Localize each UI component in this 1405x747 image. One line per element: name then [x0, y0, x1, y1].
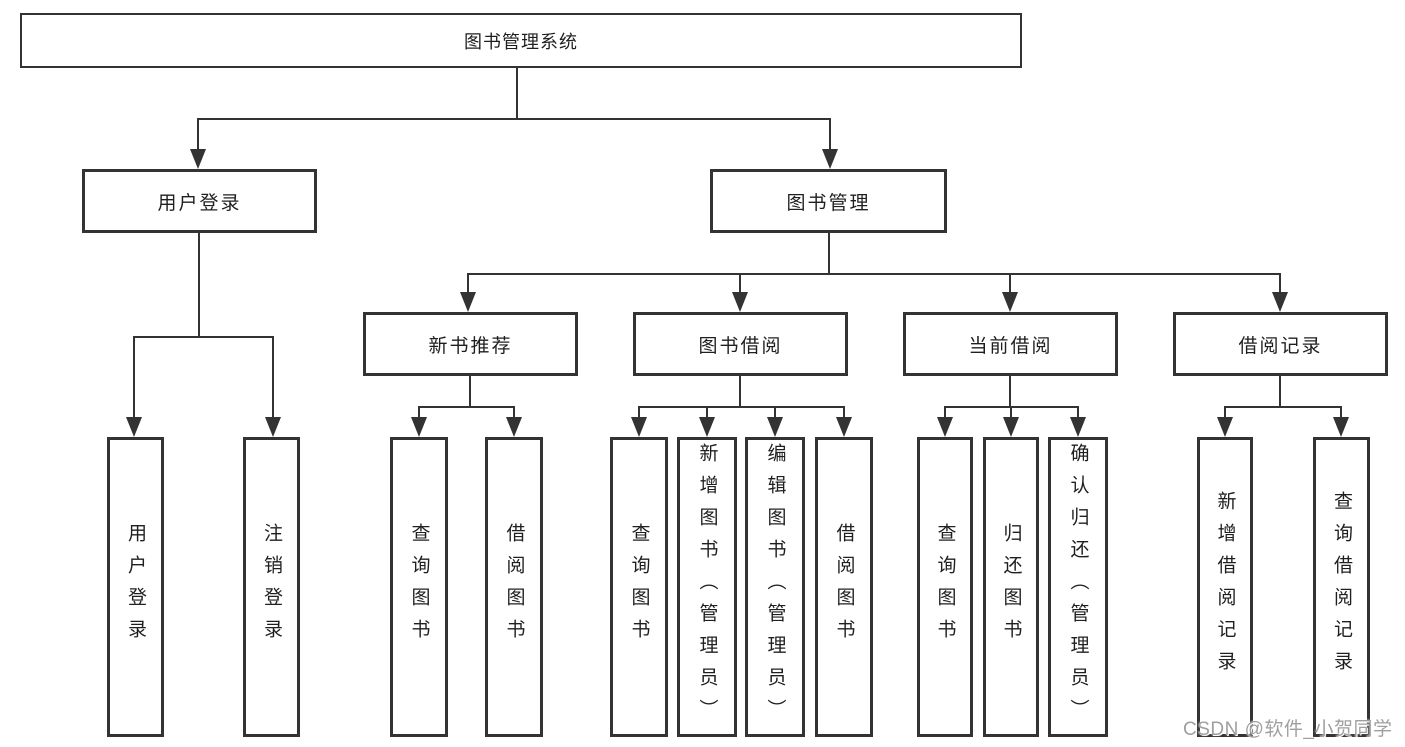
node-root: 图书管理系统 — [20, 13, 1022, 68]
leaf-edit-books-admin: 编辑图书（管理员） — [745, 437, 805, 737]
connector-line — [133, 336, 274, 338]
arrow-down-icon — [411, 417, 427, 437]
leaf-return-books: 归还图书 — [983, 437, 1039, 737]
connector-line — [638, 406, 640, 419]
connector-line — [706, 406, 708, 419]
leaf-query-books-current: 查询图书 — [917, 437, 973, 737]
connector-line — [739, 273, 741, 294]
csdn-watermark: CSDN @软件_小贺同学 — [1183, 719, 1393, 740]
arrow-down-icon — [937, 417, 953, 437]
node-user-login: 用户登录 — [82, 169, 317, 233]
connector-line — [1010, 406, 1012, 419]
connector-line — [467, 273, 469, 294]
node-new-book-recommendation: 新书推荐 — [363, 312, 578, 376]
connector-line — [944, 406, 946, 419]
arrow-down-icon — [699, 417, 715, 437]
connector-line — [467, 273, 1281, 275]
connector-line — [739, 376, 741, 406]
connector-line — [198, 233, 200, 336]
leaf-borrow-books-recommend: 借阅图书 — [485, 437, 543, 737]
connector-line — [418, 406, 420, 419]
connector-line — [1077, 406, 1079, 419]
connector-line — [1224, 406, 1226, 419]
arrow-down-icon — [1070, 417, 1086, 437]
arrow-down-icon — [836, 417, 852, 437]
connector-line — [1279, 273, 1281, 294]
arrow-down-icon — [1217, 417, 1233, 437]
arrow-down-icon — [1003, 417, 1019, 437]
connector-line — [774, 406, 776, 419]
connector-line — [133, 336, 135, 418]
connector-line — [1340, 406, 1342, 419]
arrow-down-icon — [732, 292, 748, 312]
node-book-management: 图书管理 — [710, 169, 947, 233]
connector-line — [1224, 406, 1342, 408]
leaf-query-books-borrow: 查询图书 — [610, 437, 668, 737]
leaf-query-books-recommend: 查询图书 — [390, 437, 448, 737]
leaf-confirm-return-admin: 确认归还（管理员） — [1048, 437, 1108, 737]
connector-line — [469, 376, 471, 406]
connector-line — [1009, 376, 1011, 406]
arrow-down-icon — [126, 417, 142, 437]
arrow-down-icon — [767, 417, 783, 437]
connector-line — [418, 406, 515, 408]
leaf-user-login: 用户登录 — [107, 437, 164, 737]
connector-line — [829, 118, 831, 151]
arrow-down-icon — [1333, 417, 1349, 437]
connector-line — [638, 406, 845, 408]
leaf-logout: 注销登录 — [243, 437, 300, 737]
arrow-down-icon — [631, 417, 647, 437]
connector-line — [828, 233, 830, 273]
node-current-borrowing: 当前借阅 — [903, 312, 1118, 376]
node-book-borrowing: 图书借阅 — [633, 312, 848, 376]
arrow-down-icon — [1002, 292, 1018, 312]
leaf-add-books-admin: 新增图书（管理员） — [677, 437, 737, 737]
arrow-down-icon — [1272, 292, 1288, 312]
connector-line — [197, 118, 199, 151]
arrow-down-icon — [460, 292, 476, 312]
leaf-query-borrow-record: 查询借阅记录 — [1313, 437, 1370, 737]
connector-line — [197, 118, 831, 120]
node-borrowing-records: 借阅记录 — [1173, 312, 1388, 376]
arrow-down-icon — [822, 149, 838, 169]
arrow-down-icon — [190, 149, 206, 169]
connector-line — [513, 406, 515, 419]
connector-line — [516, 68, 518, 118]
connector-line — [272, 336, 274, 418]
arrow-down-icon — [506, 417, 522, 437]
connector-line — [843, 406, 845, 419]
arrow-down-icon — [265, 417, 281, 437]
leaf-borrow-books: 借阅图书 — [815, 437, 873, 737]
connector-line — [1279, 376, 1281, 406]
leaf-add-borrow-record: 新增借阅记录 — [1197, 437, 1253, 737]
connector-line — [1009, 273, 1011, 294]
